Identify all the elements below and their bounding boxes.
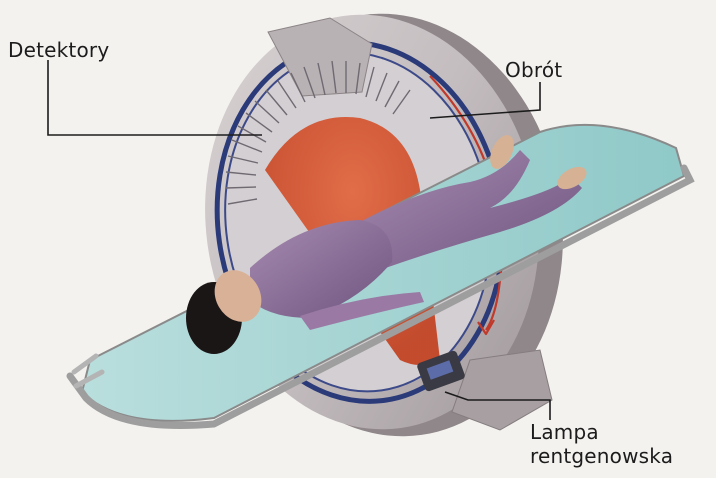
label-xray-tube-line2: rentgenowska — [530, 444, 673, 468]
label-xray-tube-line1: Lampa — [530, 420, 673, 444]
label-rotation: Obrót — [505, 58, 562, 82]
label-xray-tube: Lampa rentgenowska — [530, 420, 673, 468]
label-detectors: Detektory — [8, 38, 109, 62]
